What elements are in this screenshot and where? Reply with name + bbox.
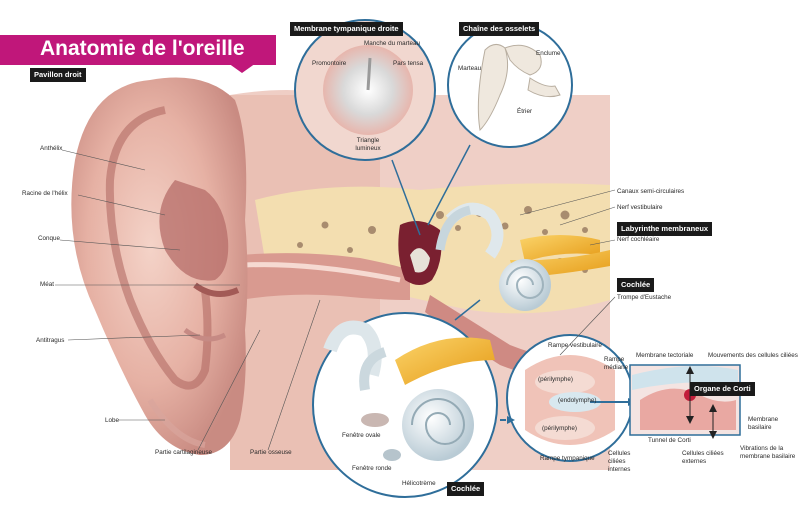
section-tag-membrane: Membrane tympanique droite bbox=[290, 22, 403, 36]
label-perilymphe-1: (périlymphe) bbox=[538, 376, 573, 383]
label-lobe: Lobe bbox=[105, 417, 120, 424]
label-meat: Méat bbox=[40, 281, 54, 288]
label-membrane-basilaire: Membrane basilaire bbox=[748, 416, 779, 431]
label-cellules-internes: Cellules ciliées internes bbox=[608, 450, 631, 473]
label-rampe-mediane: Rampe médiane bbox=[604, 356, 629, 371]
section-tag-pavillon: Pavillon droit bbox=[30, 68, 86, 82]
section-tag-cochlee-bottom: Cochlée bbox=[447, 482, 485, 496]
label-tunnel-corti: Tunnel de Corti bbox=[648, 437, 691, 444]
tympanic-membrane-inset bbox=[294, 19, 436, 236]
label-anthelix: Anthélix bbox=[40, 145, 63, 152]
label-enclume: Enclume bbox=[536, 50, 561, 57]
label-fenetre-ronde: Fenêtre ronde bbox=[352, 465, 392, 472]
label-canaux-semi-circulaires: Canaux semi-circulaires bbox=[617, 188, 685, 195]
label-pars-tensa: Pars tensa bbox=[393, 60, 424, 67]
label-etrier: Étrier bbox=[517, 108, 533, 115]
label-partie-cartilagineuse: Partie cartilagineuse bbox=[155, 449, 213, 456]
section-tag-labyrinthe: Labyrinthe membraneux bbox=[617, 222, 713, 236]
organ-of-corti-inset bbox=[629, 364, 741, 439]
label-cellules-externes: Cellules ciliées externes bbox=[682, 450, 724, 465]
leader-lines bbox=[55, 149, 616, 451]
label-marteau: Marteau bbox=[458, 65, 482, 72]
cochlea-cross-section-inset bbox=[500, 334, 636, 462]
inner-ear-illustration bbox=[435, 202, 610, 311]
label-mouvements-cils: Mouvements des cellules ciliées bbox=[708, 352, 798, 359]
pinna-illustration bbox=[71, 77, 248, 455]
label-partie-osseuse: Partie osseuse bbox=[250, 449, 292, 456]
label-rampe-tympanique: Rampe tympanique bbox=[540, 455, 595, 462]
label-trompe-eustache: Trompe d'Eustache bbox=[617, 294, 672, 301]
label-nerf-vestibulaire: Nerf vestibulaire bbox=[617, 204, 663, 211]
label-nerf-cochleaire: Nerf cochléaire bbox=[617, 236, 660, 243]
title-banner-tail bbox=[228, 63, 256, 73]
label-helicotreme: Hélicotrème bbox=[402, 480, 436, 487]
label-triangle-lumineux: Triangle lumineux bbox=[355, 137, 381, 152]
label-membrane-tectoriale: Membrane tectoriale bbox=[636, 352, 694, 359]
label-conque: Conque bbox=[38, 235, 61, 242]
page-title: Anatomie de l'oreille bbox=[40, 37, 245, 60]
label-antitragus: Antitragus bbox=[36, 337, 65, 344]
section-tag-organe-corti: Organe de Corti bbox=[690, 382, 755, 396]
ossicles-inset bbox=[427, 22, 573, 226]
cochlea-inset bbox=[312, 299, 498, 498]
section-tag-chaine: Chaîne des osselets bbox=[459, 22, 540, 36]
label-vibrations: Vibrations de la membrane basilaire bbox=[740, 445, 796, 460]
label-perilymphe-2: (périlymphe) bbox=[542, 425, 577, 432]
label-fenetre-ovale: Fenêtre ovale bbox=[342, 432, 381, 439]
label-promontoire: Promontoire bbox=[312, 60, 347, 67]
title-banner bbox=[0, 35, 276, 65]
label-racine-helix: Racine de l'hélix bbox=[22, 190, 68, 197]
label-manche-marteau: Manche du marteau bbox=[364, 40, 421, 47]
section-tag-cochlee-right: Cochlée bbox=[617, 278, 655, 292]
label-endolymphe: (endolymphe) bbox=[558, 397, 597, 404]
label-rampe-vestibulaire: Rampe vestibulaire bbox=[548, 342, 602, 349]
